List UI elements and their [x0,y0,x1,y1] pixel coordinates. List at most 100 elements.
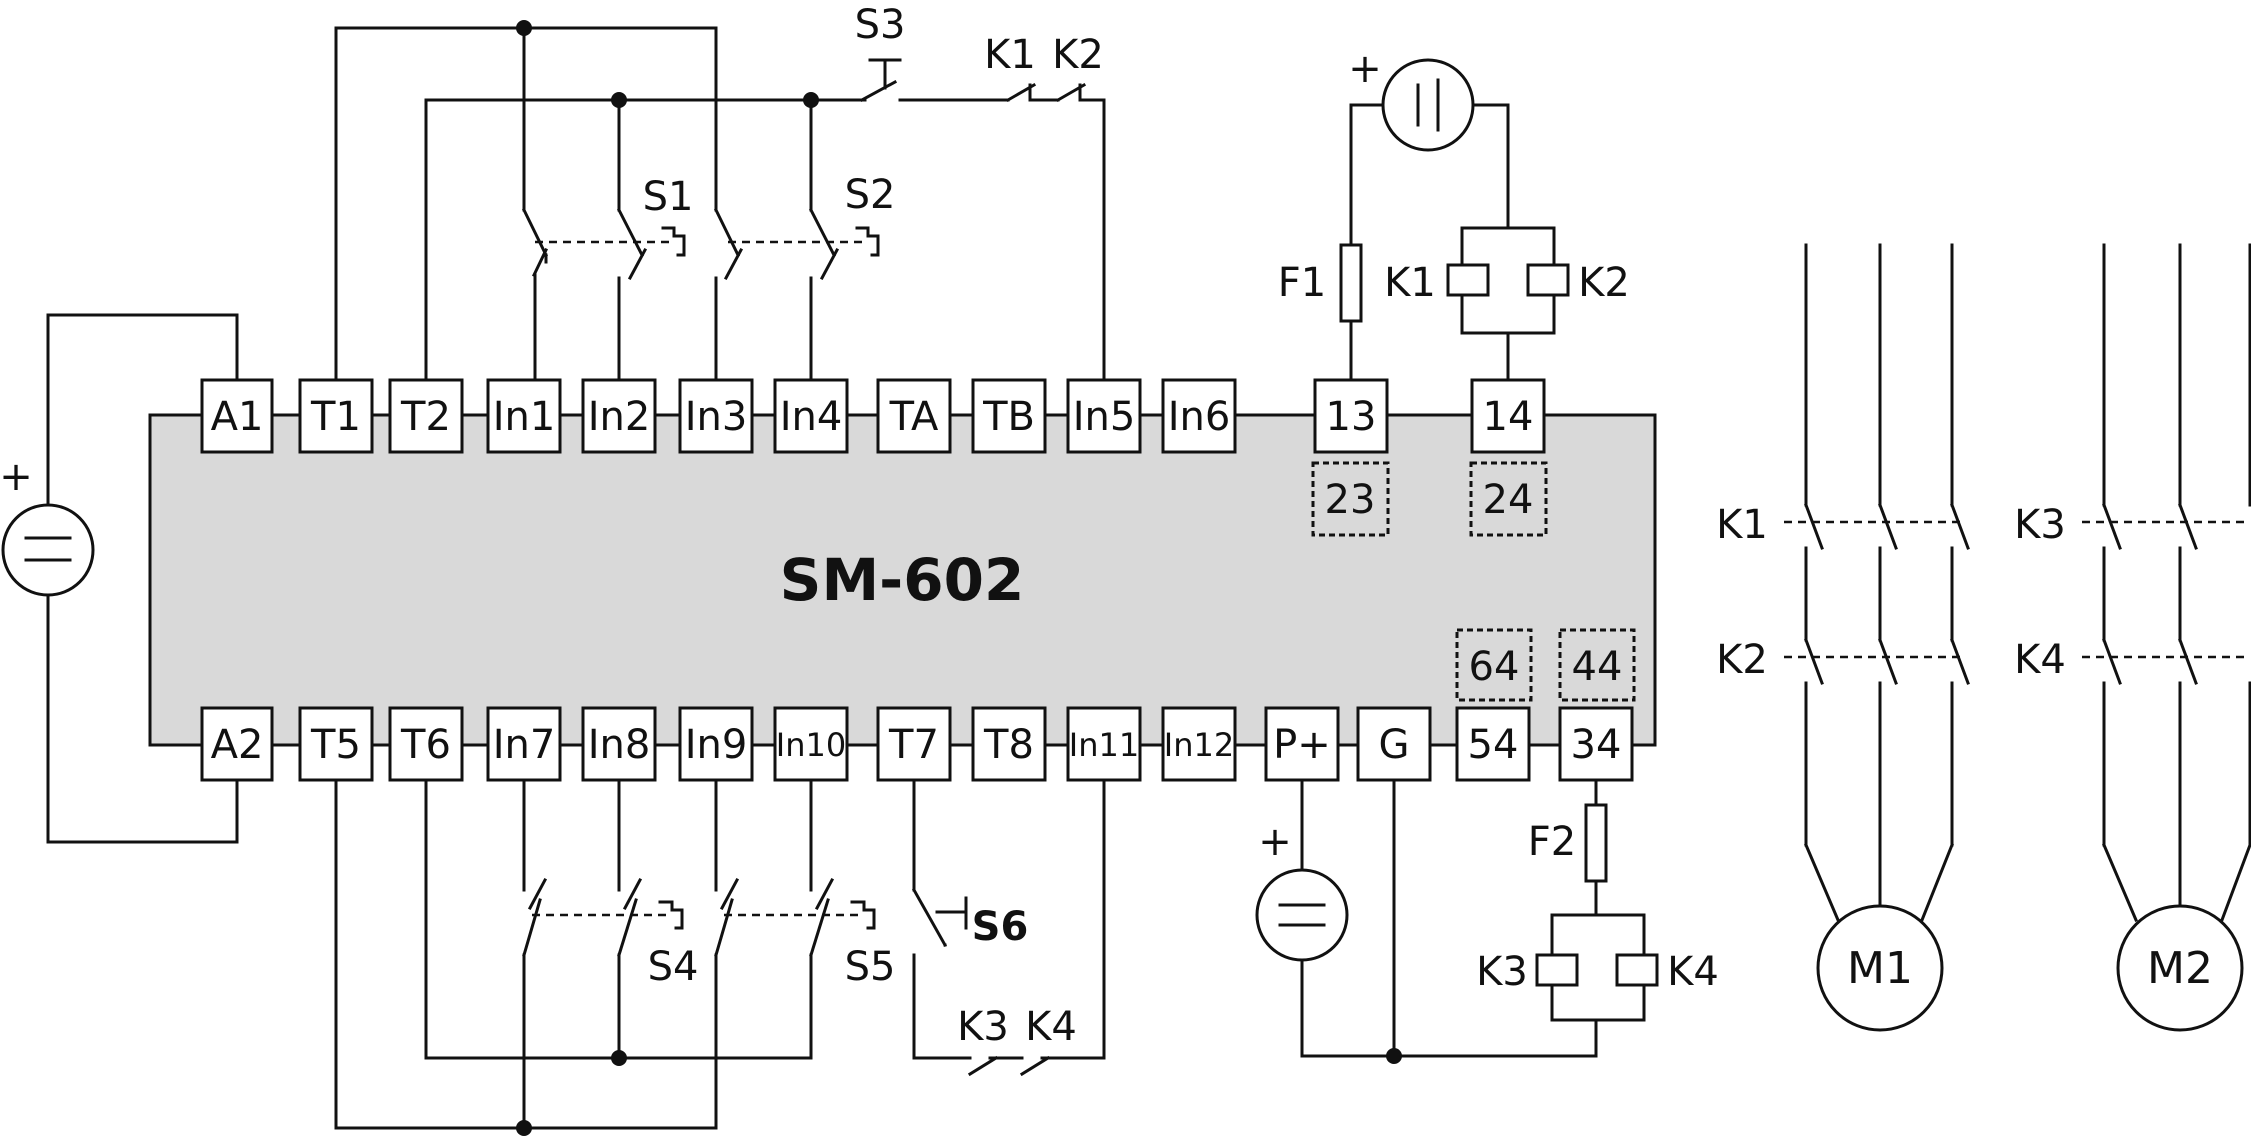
motor-m2-circuit: M2 K3 K4 [2014,243,2251,1032]
coil-k3-label: K3 [1476,949,1528,995]
terminal-In10: In10 [773,706,849,782]
svg-text:In12: In12 [1164,726,1234,764]
svg-text:A2: A2 [211,722,264,768]
svg-text:T7: T7 [888,722,939,768]
contact-k1-nc: K1 [984,32,1037,103]
output-13-14: F1 + K1 K2 [1278,46,1630,382]
k4-nc-label: K4 [1025,1004,1077,1050]
svg-text:T5: T5 [310,722,361,768]
supply-plus-label: + [0,454,33,500]
svg-text:P+: P+ [1273,722,1331,768]
svg-text:34: 34 [1571,722,1622,768]
terminal-In3: In3 [678,378,754,454]
svg-text:T1: T1 [310,394,361,440]
terminal-In11: In11 [1066,706,1142,782]
terminal-In6: In6 [1161,378,1237,454]
terminal-T7: T7 [876,706,952,782]
terminal-In1: In1 [486,378,562,454]
svg-text:In5: In5 [1073,394,1136,440]
terminal-14: 14 [1470,378,1546,454]
terminal-P-plus: P+ [1264,706,1340,782]
terminal-G: G [1356,706,1432,782]
svg-text:54: 54 [1468,722,1519,768]
switch-s5: S5 [714,778,896,990]
module-body [148,413,1657,747]
svg-text:In8: In8 [588,722,651,768]
s3-label: S3 [855,2,906,48]
terminal-In7: In7 [486,706,562,782]
f2-label: F2 [1528,819,1576,865]
terminal-T8: T8 [971,706,1047,782]
terminal-In2: In2 [581,378,657,454]
motor-m1-label: M1 [1847,943,1913,994]
terminal-T2: T2 [388,378,464,454]
output-34: + F2 K3 K4 [1255,778,1719,1064]
svg-text:T2: T2 [400,394,451,440]
switch-s2: S2 [713,172,896,382]
svg-text:64: 64 [1469,644,1520,690]
m2-row1-label: K3 [2014,502,2066,548]
terminal-In5: In5 [1066,378,1142,454]
coil-k2-label: K2 [1578,260,1630,306]
k3-nc-label: K3 [957,1004,1009,1050]
terminal-In9: In9 [678,706,754,782]
m1-row1-label: K1 [1716,502,1768,548]
fuse-f1 [1339,243,1363,323]
motor-m2-label: M2 [2147,943,2213,994]
terminal-TB: TB [971,378,1047,454]
terminal-In8: In8 [581,706,657,782]
s2-label: S2 [845,172,896,218]
svg-text:13: 13 [1326,394,1377,440]
terminal-34: 34 [1558,706,1634,782]
m1-row2-label: K2 [1716,637,1768,683]
coil-k1-label: K1 [1384,260,1436,306]
terminal-In12: In12 [1161,706,1237,782]
motor-m1-circuit: M1 K1 K2 [1716,243,1970,1032]
terminal-In4: In4 [773,378,849,454]
top-supply-plus: + [1348,46,1382,92]
terminal-T5: T5 [298,706,374,782]
k1-nc-label: K1 [984,32,1036,78]
contact-k3-nc: K3 [957,1004,1024,1077]
terminal-A1: A1 [200,378,274,454]
terminal-44-dashed: 44 [1558,628,1636,702]
terminal-54: 54 [1455,706,1531,782]
svg-text:In1: In1 [493,394,556,440]
switch-s6: S6 [911,778,1029,1060]
svg-text:In2: In2 [588,394,651,440]
terminal-T6: T6 [388,706,464,782]
f1-label: F1 [1278,260,1326,306]
k2-nc-label: K2 [1052,32,1104,78]
terminal-TA: TA [876,378,952,454]
svg-text:In3: In3 [685,394,748,440]
terminal-24-dashed: 24 [1469,461,1548,537]
top-input-wiring: S1 S2 S3 K1 [334,2,1106,382]
supply-a1-a2: + [0,313,239,844]
bottom-terminal-row: A2 T5 T6 In7 In8 In9 In10 T7 T8 In11 In1… [200,628,1636,782]
bottom-input-wiring: S4 S5 S6 K3 [334,778,1106,1136]
terminal-23-dashed: 23 [1311,461,1390,537]
svg-text:14: 14 [1483,394,1534,440]
s6-label: S6 [972,904,1029,950]
terminal-T1: T1 [298,378,374,454]
svg-text:G: G [1379,722,1410,768]
svg-text:T6: T6 [400,722,451,768]
svg-text:In6: In6 [1168,394,1231,440]
contact-k4-nc: K4 [1019,778,1106,1077]
bottom-supply-plus: + [1258,819,1292,865]
m2-row2-label: K4 [2014,637,2066,683]
switch-s3: S3 [855,2,1002,103]
terminal-13: 13 [1313,378,1389,454]
s5-label: S5 [845,944,896,990]
svg-text:In7: In7 [493,722,556,768]
svg-text:A1: A1 [211,394,264,440]
switch-s1: S1 [521,174,693,382]
svg-text:In11: In11 [1069,726,1139,764]
terminal-64-dashed: 64 [1455,628,1533,702]
svg-text:TB: TB [982,394,1035,440]
terminal-A2: A2 [200,706,274,782]
coil-k4-label: K4 [1667,949,1719,995]
fuse-f2 [1584,803,1608,883]
svg-text:T8: T8 [983,722,1034,768]
